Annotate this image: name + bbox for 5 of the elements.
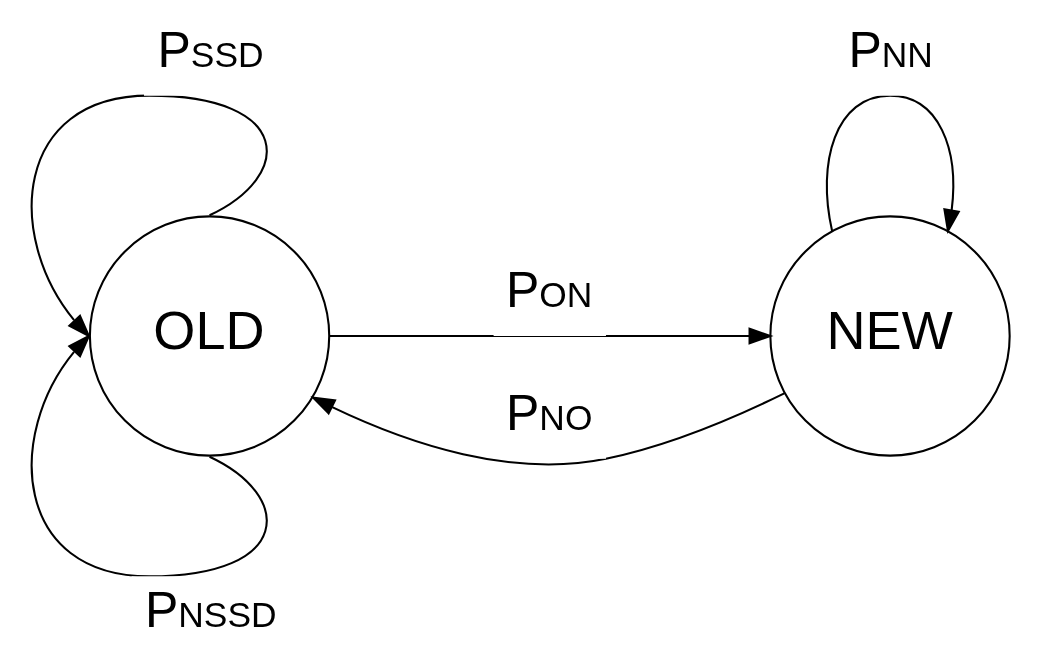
edge-label: PSSD bbox=[157, 21, 264, 78]
edge-label: PNO bbox=[506, 385, 593, 442]
edge-label: PON bbox=[506, 262, 593, 319]
edge-label: PNSSD bbox=[145, 581, 277, 638]
edge-label: PNN bbox=[848, 21, 933, 78]
